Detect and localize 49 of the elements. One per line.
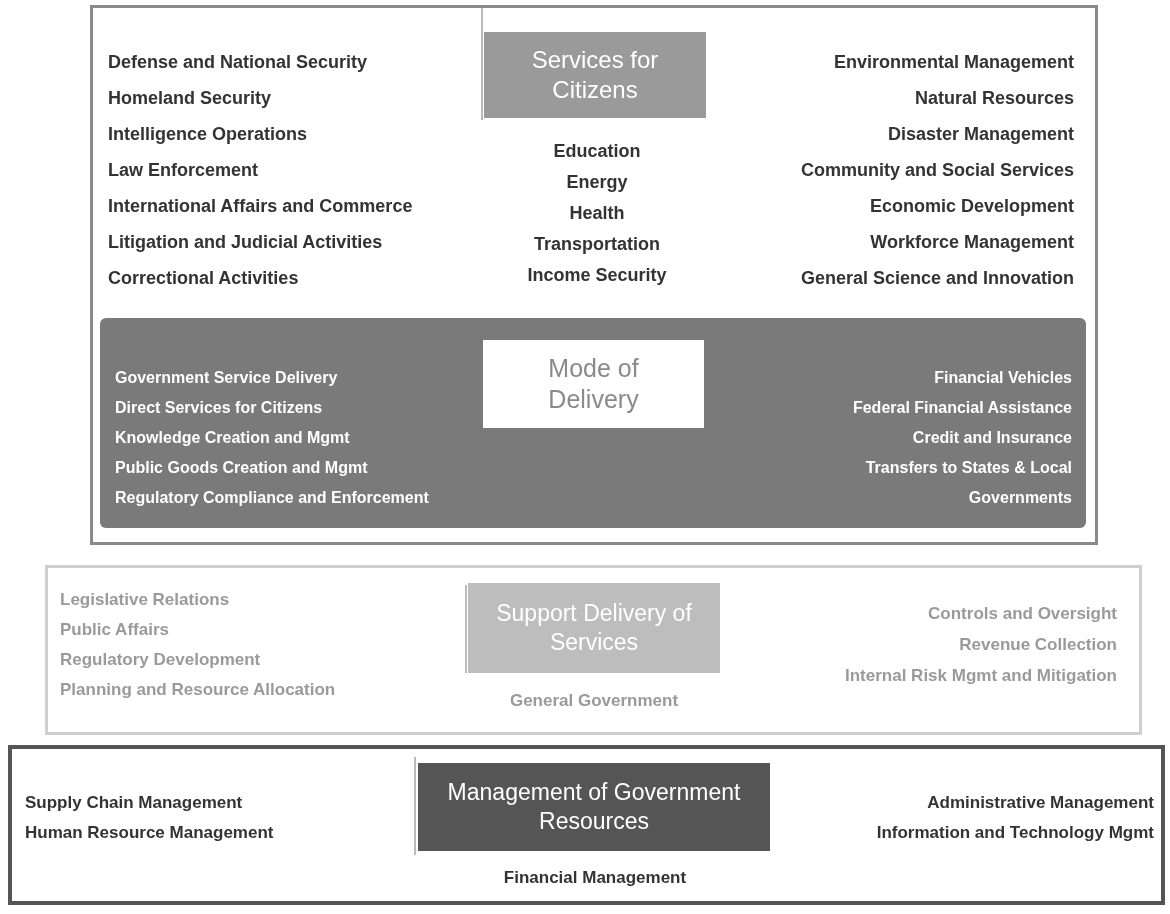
category-label: Health bbox=[568, 202, 626, 225]
category-label: Public Goods Creation and Mgmt bbox=[115, 458, 369, 478]
category-label: Human Resource Management bbox=[25, 822, 275, 844]
section-frame bbox=[45, 565, 1142, 735]
category-label: Workforce Management bbox=[869, 231, 1074, 254]
category-label: Transportation bbox=[533, 233, 661, 256]
category-label: Direct Services for Citizens bbox=[115, 398, 324, 418]
category-label: Defense and National Security bbox=[108, 51, 369, 74]
category-label: Financial Management bbox=[502, 867, 688, 889]
category-label: Intelligence Operations bbox=[108, 123, 309, 146]
category-label: Law Enforcement bbox=[108, 159, 260, 182]
heading-box: Mode of Delivery bbox=[483, 340, 704, 428]
category-label: Economic Development bbox=[868, 195, 1074, 218]
category-label: Income Security bbox=[526, 264, 668, 287]
category-label: Natural Resources bbox=[913, 87, 1074, 110]
category-label: Disaster Management bbox=[886, 123, 1074, 146]
category-label: Supply Chain Management bbox=[25, 792, 244, 814]
heading-box: Management of Government Resources bbox=[418, 763, 770, 851]
category-label: Public Affairs bbox=[60, 619, 170, 641]
category-label: Internal Risk Mgmt and Mitigation bbox=[844, 665, 1117, 687]
category-label: Correctional Activities bbox=[108, 267, 300, 290]
category-label: Knowledge Creation and Mgmt bbox=[115, 428, 351, 448]
category-label: Education bbox=[552, 140, 642, 163]
category-label: Planning and Resource Allocation bbox=[60, 679, 337, 701]
category-label: Government Service Delivery bbox=[115, 368, 339, 388]
section-frame bbox=[8, 745, 1165, 905]
category-label: Community and Social Services bbox=[799, 159, 1074, 182]
category-label: Legislative Relations bbox=[60, 589, 231, 611]
category-label: General Science and Innovation bbox=[799, 267, 1074, 290]
category-label: Litigation and Judicial Activities bbox=[108, 231, 384, 254]
category-label: Regulatory Compliance and Enforcement bbox=[115, 488, 430, 508]
section-frame bbox=[90, 5, 1098, 545]
category-label: Administrative Management bbox=[926, 792, 1154, 814]
section-band bbox=[100, 318, 1086, 528]
heading-box: Services for Citizens bbox=[484, 32, 706, 118]
category-label: Regulatory Development bbox=[60, 649, 262, 671]
category-label: Federal Financial Assistance bbox=[851, 398, 1072, 418]
category-label: Revenue Collection bbox=[958, 634, 1117, 656]
heading-box: Support Delivery of Services bbox=[468, 583, 720, 673]
category-label: Environmental Management bbox=[832, 51, 1074, 74]
category-label: Credit and Insurance bbox=[911, 428, 1072, 448]
category-label: International Affairs and Commerce bbox=[108, 195, 414, 218]
category-label: Energy bbox=[565, 171, 629, 194]
category-label: General Government bbox=[508, 690, 680, 712]
category-label: Transfers to States & Local Governments bbox=[864, 458, 1072, 508]
category-label: Information and Technology Mgmt bbox=[875, 822, 1154, 844]
category-label: Financial Vehicles bbox=[933, 368, 1072, 388]
category-label: Homeland Security bbox=[108, 87, 273, 110]
category-label: Controls and Oversight bbox=[927, 603, 1117, 625]
